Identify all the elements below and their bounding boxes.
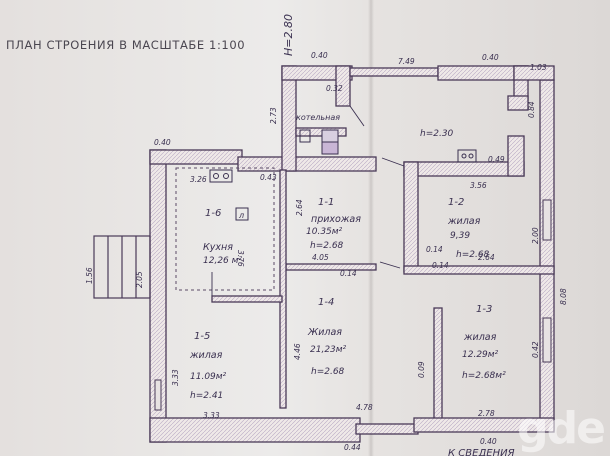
wall-upper-right-step (507, 95, 529, 111)
room-labels: 1-6 Кухня 12,26 м² 1-1 прихожая 10.35м² … (189, 113, 506, 401)
walls (149, 65, 555, 443)
wall-1-1-1-2 (403, 161, 419, 273)
dim-333-side: 3.33 (171, 369, 180, 386)
dim-278: 2.78 (478, 409, 495, 418)
dim-405: 4.05 (312, 253, 329, 262)
watermark-logo: gde (517, 403, 606, 454)
wall-boiler-bottom (295, 127, 347, 137)
dim-049: 0.49 (488, 155, 505, 164)
dim-043: 0.43 (260, 173, 277, 182)
windows (154, 199, 552, 411)
dim-014-b: 0.14 (426, 245, 443, 254)
wall-top-left (149, 149, 243, 165)
room-1-4-area: 21,23м² (310, 345, 347, 355)
wall-kitchen-1-5 (211, 295, 283, 303)
dim-042: 0.42 (531, 341, 540, 358)
window-right-1 (542, 199, 552, 241)
wall-1-1-1-4 (285, 263, 377, 271)
room-1-2-height: h=2.68 (456, 250, 490, 260)
footer-text: К СВЕДЕНИЯ (448, 448, 515, 456)
wall-top-right-corner (513, 65, 555, 81)
dim-376: 3.76 (236, 250, 245, 267)
kitchen-outline (175, 167, 275, 291)
wall-1-2-1-3 (403, 265, 555, 275)
dim-808: 8.08 (559, 288, 568, 305)
dim-040-c: 0.40 (154, 138, 171, 147)
dim-478: 4.78 (356, 403, 373, 412)
dim-032: 0.32 (326, 84, 343, 93)
dim-014-c: 0.14 (432, 261, 449, 270)
room-1-3-code: 1-3 (476, 304, 492, 315)
room-1-6-area: 12,26 м² (203, 256, 242, 266)
wall-bottom-left (149, 417, 361, 443)
dimension-labels: 0.40 7.49 0.40 1.03 0.32 2.73 0.84 0.40 … (85, 51, 568, 452)
room-1-3-area: 12.29м² (462, 350, 499, 360)
room-1-1-area: 10.35м² (306, 227, 343, 237)
window-left (154, 379, 162, 411)
upper-room-height: h=2.30 (420, 129, 454, 139)
wall-1-4-1-3 (433, 307, 443, 431)
room-1-5-name: жилая (189, 350, 223, 361)
room-1-4-code: 1-4 (318, 297, 334, 308)
height-label: H=2.80 (282, 14, 295, 56)
dim-040-a: 0.40 (311, 51, 328, 60)
dim-264: 2.64 (295, 199, 304, 216)
room-1-6-name: Кухня (203, 242, 233, 253)
dim-014-a: 0.14 (340, 269, 357, 278)
room-1-1-code: 1-1 (318, 197, 334, 208)
room-1-3-height: h=2.68м² (462, 371, 506, 381)
room-1-2-code: 1-2 (448, 197, 464, 208)
dim-326: 3.26 (190, 175, 207, 184)
room-1-5-area: 11.09м² (190, 372, 227, 382)
room-1-1-height: h=2.68 (310, 241, 344, 251)
room-1-3-name: жилая (463, 332, 497, 343)
dim-103: 1.03 (530, 63, 547, 72)
boiler-room-name: котельная (296, 113, 340, 122)
entrance-steps (93, 235, 151, 299)
room-1-4-name: Жилая (307, 327, 342, 338)
room-1-5-code: 1-5 (194, 331, 210, 342)
dim-044: 0.44 (344, 443, 361, 452)
wall-1-2-top-right (507, 135, 525, 177)
sink-icon (235, 207, 249, 221)
stove-icon (209, 169, 233, 183)
room-1-2-name: жилая (447, 216, 481, 227)
room-1-4-height: h=2.68 (311, 367, 345, 377)
dim-156: 1.56 (85, 267, 94, 284)
wall-right (539, 79, 555, 431)
dim-333-bottom: 3.33 (203, 411, 220, 420)
wall-top-upper-post (335, 65, 351, 107)
dim-009: 0.09 (417, 361, 426, 378)
wall-1-2-top (403, 161, 525, 177)
wall-kitchen-hall (279, 169, 287, 409)
room-1-6-code: 1-6 (205, 208, 221, 219)
room-1-1-name: прихожая (311, 214, 361, 225)
room-1-2-area: 9,39 (450, 231, 470, 241)
dim-200: 2.00 (531, 227, 540, 244)
wall-bottom-window (355, 423, 419, 435)
window-right-2 (542, 317, 552, 363)
dim-749: 7.49 (398, 57, 415, 66)
dim-084: 0.84 (527, 101, 536, 118)
boiler-fixtures (299, 129, 477, 163)
dim-205: 2.05 (135, 271, 144, 288)
wall-window-top (349, 67, 439, 77)
dim-040-b: 0.40 (482, 53, 499, 62)
dim-040-d: 0.40 (480, 437, 497, 446)
plan-title: ПЛАН СТРОЕНИЯ В МАСШТАБЕ 1:100 (6, 38, 246, 52)
door-swings (211, 105, 405, 296)
dim-273: 2.73 (269, 107, 278, 124)
dim-356: 3.56 (470, 181, 487, 190)
wall-bottom-right (413, 417, 555, 433)
wall-top-mid (237, 156, 377, 172)
wall-boiler-left (281, 65, 297, 172)
svg-text:л: л (238, 211, 244, 220)
room-1-5-height: h=2.41 (190, 391, 223, 401)
dim-446: 4.46 (293, 343, 302, 360)
dim-264b: 2.64 (478, 253, 495, 262)
page-fold (368, 0, 374, 456)
